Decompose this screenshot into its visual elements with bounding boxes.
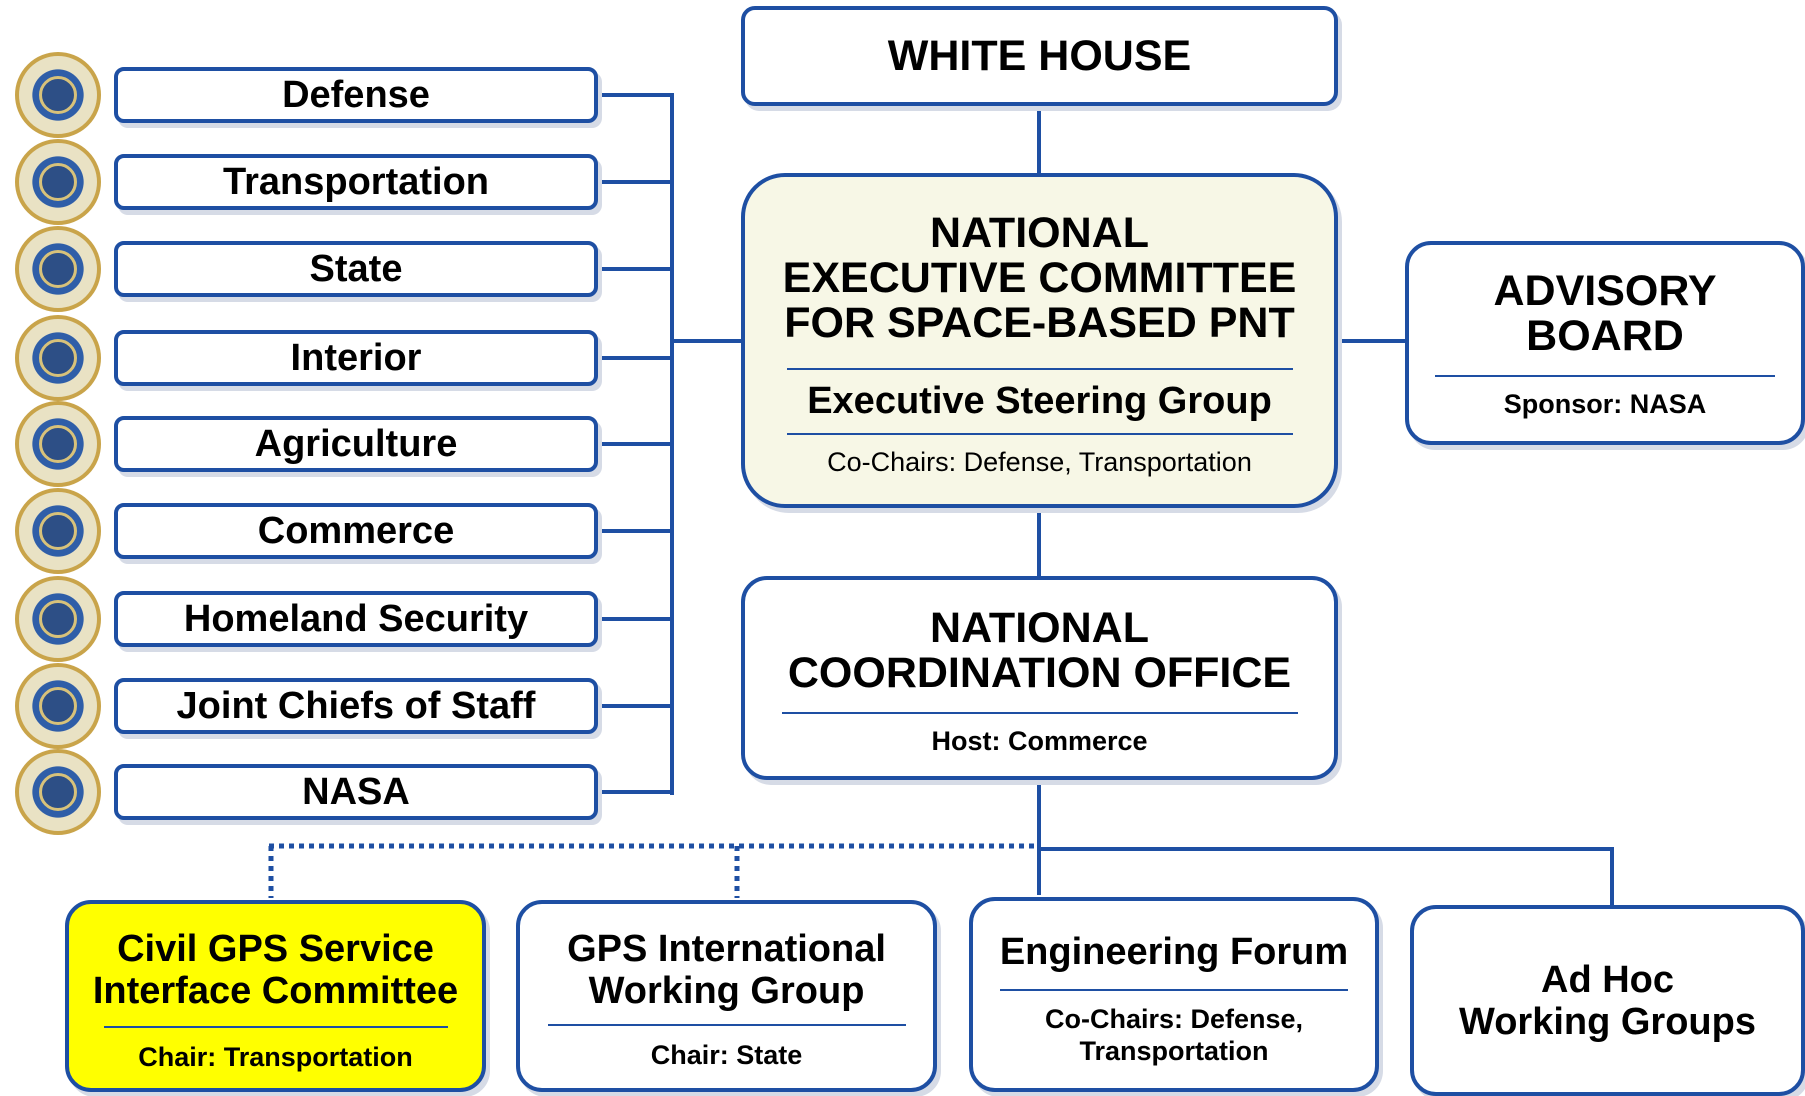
gps-international-title-2: Working Group xyxy=(588,970,865,1012)
executive-committee-box: NATIONAL EXECUTIVE COMMITTEE FOR SPACE-B… xyxy=(741,173,1338,508)
agency-connector xyxy=(598,442,674,446)
transportation-logo-icon xyxy=(15,139,101,225)
agency-connector xyxy=(598,704,674,708)
ad-hoc-title-2: Working Groups xyxy=(1459,1000,1756,1043)
agency-box: State xyxy=(114,241,598,297)
engineering-forum-box: Engineering Forum Co-Chairs: Defense, Tr… xyxy=(969,897,1379,1092)
agency-label: Defense xyxy=(282,73,430,116)
white-house-box: WHITE HOUSE xyxy=(741,6,1338,106)
advisory-board-title-2: BOARD xyxy=(1526,312,1684,360)
gps-international-title-1: GPS International xyxy=(567,928,886,970)
agency-box: Defense xyxy=(114,67,598,123)
white-house-label: WHITE HOUSE xyxy=(887,31,1192,80)
agency-label: Joint Chiefs of Staff xyxy=(176,684,536,727)
agency-box: Interior xyxy=(114,330,598,386)
executive-committee-title-2: EXECUTIVE COMMITTEE xyxy=(782,254,1297,302)
agency-connector xyxy=(598,529,674,533)
agency-box: Joint Chiefs of Staff xyxy=(114,678,598,734)
agency-label: Transportation xyxy=(222,160,490,203)
divider xyxy=(1435,375,1775,377)
agency-box: Commerce xyxy=(114,503,598,559)
agency-connector xyxy=(598,267,674,271)
steering-group-label: Executive Steering Group xyxy=(807,380,1272,422)
advisory-dotted-connector xyxy=(268,843,1037,898)
agency-connector xyxy=(598,93,674,97)
divider xyxy=(781,712,1298,714)
gps-international-chair: Chair: State xyxy=(650,1040,803,1070)
executive-committee-title-1: NATIONAL xyxy=(930,209,1149,257)
divider xyxy=(1000,989,1348,991)
engineering-forum-co-chairs-1: Co-Chairs: Defense, xyxy=(1044,1004,1304,1034)
agency-label: Agriculture xyxy=(254,422,458,465)
engineering-forum-co-chairs-2: Transportation xyxy=(1079,1036,1269,1066)
interior-seal-icon xyxy=(15,315,101,401)
advisory-sponsor: Sponsor: NASA xyxy=(1503,389,1707,419)
agency-label: NASA xyxy=(302,770,410,813)
state-seal-icon xyxy=(15,226,101,312)
engineering-forum-title: Engineering Forum xyxy=(999,931,1349,973)
advisory-board-title-1: ADVISORY xyxy=(1493,267,1717,315)
divider xyxy=(786,433,1293,435)
coordination-office-title-1: NATIONAL xyxy=(930,604,1149,652)
coordination-office-box: NATIONAL COORDINATION OFFICE Host: Comme… xyxy=(741,576,1338,780)
agency-label: Homeland Security xyxy=(183,597,529,640)
advisory-board-box: ADVISORY BOARD Sponsor: NASA xyxy=(1405,241,1805,445)
executive-co-chairs: Co-Chairs: Defense, Transportation xyxy=(827,447,1252,477)
commerce-seal-icon xyxy=(15,488,101,574)
agency-label: Commerce xyxy=(257,509,455,552)
coordination-host: Host: Commerce xyxy=(931,726,1148,756)
homeland-security-seal-icon xyxy=(15,576,101,662)
joint-chiefs-seal-icon xyxy=(15,663,101,749)
ad-hoc-working-groups-box: Ad Hoc Working Groups xyxy=(1410,905,1805,1096)
coordination-office-title-2: COORDINATION OFFICE xyxy=(787,649,1292,697)
civil-gps-title-2: Interface Committee xyxy=(92,970,459,1012)
agency-box: NASA xyxy=(114,764,598,820)
agency-connector xyxy=(598,180,674,184)
agency-connector xyxy=(598,356,674,360)
defense-seal-icon xyxy=(15,52,101,138)
agency-connector xyxy=(598,790,674,794)
civil-gps-chair: Chair: Transportation xyxy=(138,1042,413,1072)
civil-gps-title-1: Civil GPS Service xyxy=(117,928,434,970)
divider xyxy=(103,1026,448,1028)
agency-box: Homeland Security xyxy=(114,591,598,647)
agency-label: Interior xyxy=(290,336,422,379)
agency-box: Transportation xyxy=(114,154,598,210)
agency-connector xyxy=(598,617,674,621)
ad-hoc-title-1: Ad Hoc xyxy=(1541,958,1674,1001)
gps-international-box: GPS International Working Group Chair: S… xyxy=(516,900,937,1092)
nasa-logo-icon xyxy=(15,749,101,835)
agriculture-seal-icon xyxy=(15,401,101,487)
executive-committee-title-3: FOR SPACE-BASED PNT xyxy=(784,299,1295,347)
divider xyxy=(547,1024,906,1026)
agency-label: State xyxy=(309,247,403,290)
divider xyxy=(786,368,1293,370)
agency-box: Agriculture xyxy=(114,416,598,472)
civil-gps-committee-box: Civil GPS Service Interface Committee Ch… xyxy=(65,900,486,1092)
